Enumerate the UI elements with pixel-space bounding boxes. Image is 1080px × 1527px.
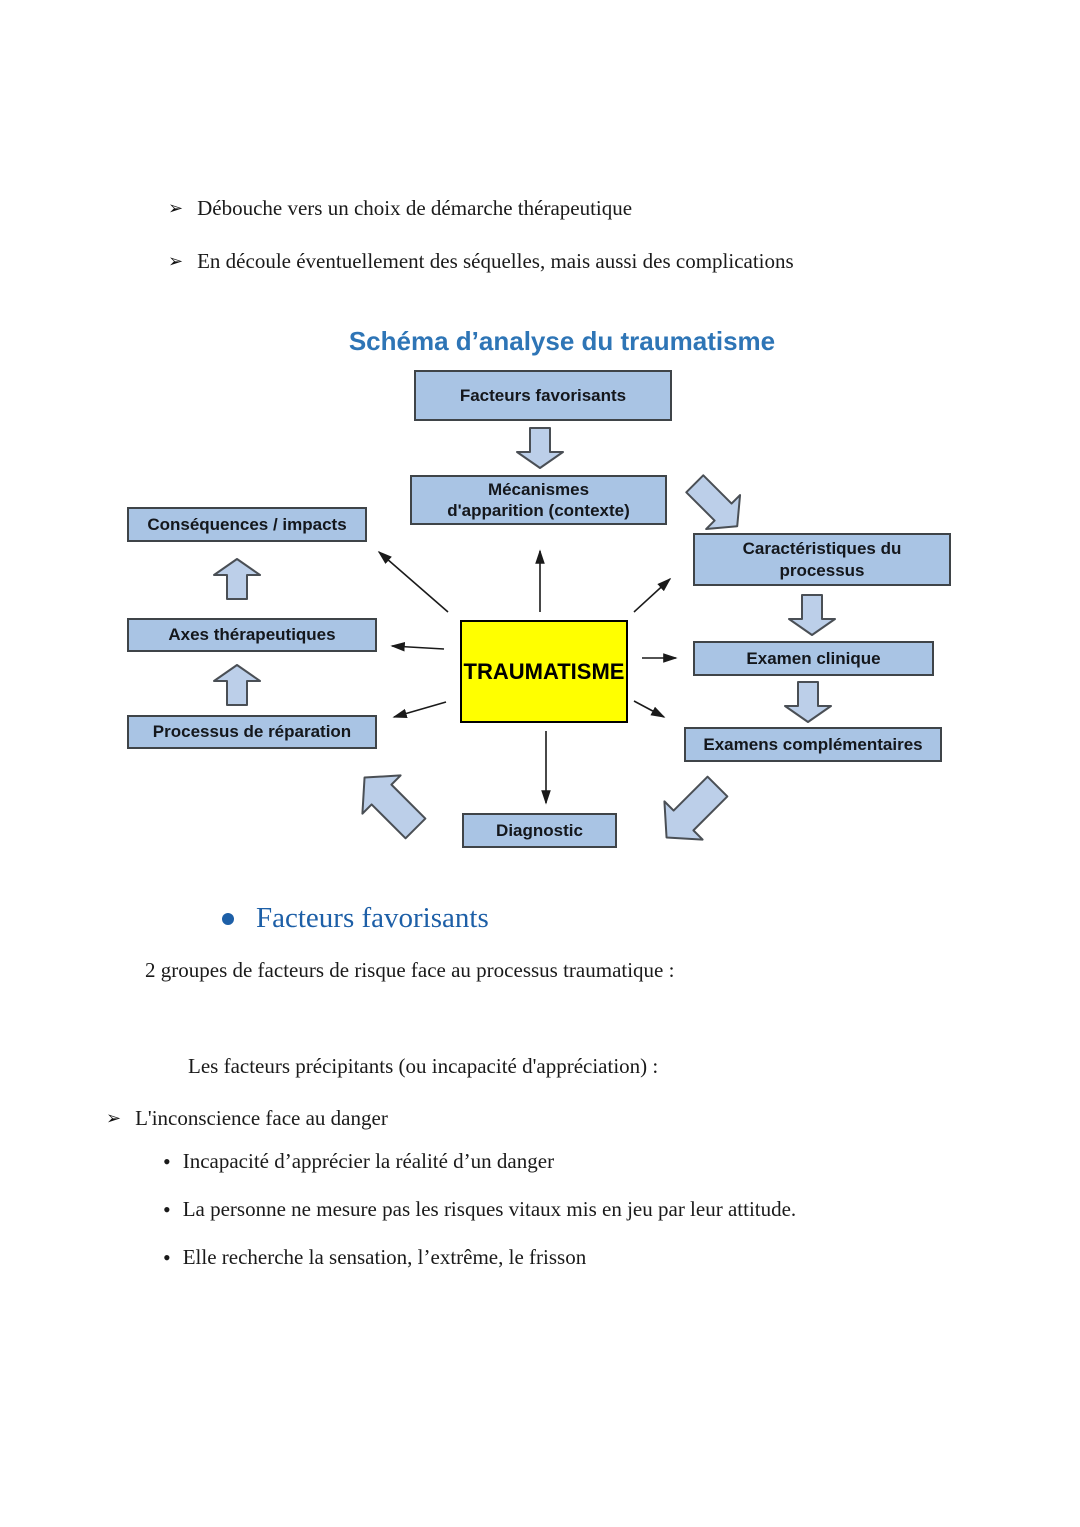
node-caracteristiques-processus: Caractéristiques du processus <box>693 533 951 586</box>
diagram-title: Schéma d’analyse du traumatisme <box>348 326 776 356</box>
arrow-list-item: ➢ L'inconscience face au danger <box>106 1106 388 1131</box>
bullet-dot-icon: • <box>163 1197 171 1222</box>
block-arrow-examen-to-examens <box>784 681 832 723</box>
block-arrow-caracteristiques-to-examen <box>788 594 836 636</box>
thin-arrow-to-consequences <box>377 550 449 613</box>
intro-bullet-1: ➢ Débouche vers un choix de démarche thé… <box>168 196 632 221</box>
node-processus-reparation: Processus de réparation <box>127 715 377 749</box>
node-consequences-impacts: Conséquences / impacts <box>127 507 367 542</box>
thin-arrow-to-axes <box>390 641 445 652</box>
thin-arrow-to-examens <box>633 700 666 718</box>
bullet-dot-icon: • <box>163 1149 171 1174</box>
node-axes-therapeutiques: Axes thérapeutiques <box>127 618 377 652</box>
section-intro-line: 2 groupes de facteurs de risque face au … <box>145 958 675 982</box>
list-item: • Incapacité d’apprécier la réalité d’un… <box>163 1149 554 1174</box>
node-examen-clinique: Examen clinique <box>693 641 934 676</box>
list-item: • Elle recherche la sensation, l’extrême… <box>163 1245 586 1270</box>
trauma-analysis-diagram: Facteurs favorisants Mécanismes d'appari… <box>0 365 1080 875</box>
thin-arrow-to-caracteristiques <box>633 577 672 613</box>
bullet-dot-icon <box>222 912 234 925</box>
intro-bullet-2-text: En découle éventuellement des séquelles,… <box>197 249 794 273</box>
arrowhead-bullet-icon: ➢ <box>168 198 184 218</box>
block-arrow-processus-to-axes <box>213 664 261 706</box>
list-item-text: La personne ne mesure pas les risques vi… <box>182 1197 797 1221</box>
intro-bullet-2: ➢ En découle éventuellement des séquelle… <box>168 249 794 274</box>
thin-arrow-to-processus <box>392 701 447 719</box>
node-traumatisme: TRAUMATISME <box>460 620 628 723</box>
block-arrow-diagnostic-to-processus <box>361 774 427 840</box>
block-arrow-examens-to-diagnostic <box>663 775 729 841</box>
node-mecanismes-apparition: Mécanismes d'apparition (contexte) <box>410 475 667 525</box>
section-heading-text: Facteurs favorisants <box>256 902 489 934</box>
block-arrow-mecanismes-to-caracteristiques <box>685 474 742 531</box>
block-arrow-axes-to-consequences <box>213 558 261 600</box>
node-facteurs-favorisants: Facteurs favorisants <box>414 370 672 421</box>
arrowhead-bullet-icon: ➢ <box>168 251 184 271</box>
list-item-text: Incapacité d’apprécier la réalité d’un d… <box>182 1149 555 1173</box>
arrow-list-item-text: L'inconscience face au danger <box>135 1106 388 1130</box>
diagram-arrows-layer <box>213 427 836 841</box>
list-item-text: Elle recherche la sensation, l’extrême, … <box>182 1245 587 1269</box>
intro-bullet-1-text: Débouche vers un choix de démarche théra… <box>197 196 633 220</box>
node-diagnostic: Diagnostic <box>462 813 617 848</box>
section-heading-facteurs-favorisants: Facteurs favorisants <box>222 902 489 935</box>
list-item: • La personne ne mesure pas les risques … <box>163 1197 796 1222</box>
arrowhead-bullet-icon: ➢ <box>106 1108 122 1128</box>
block-arrow-down-facteurs-to-mecanismes <box>516 427 564 469</box>
node-examens-complementaires: Examens complémentaires <box>684 727 942 762</box>
section-subheading: Les facteurs précipitants (ou incapacité… <box>188 1054 659 1078</box>
bullet-dot-icon: • <box>163 1245 171 1270</box>
